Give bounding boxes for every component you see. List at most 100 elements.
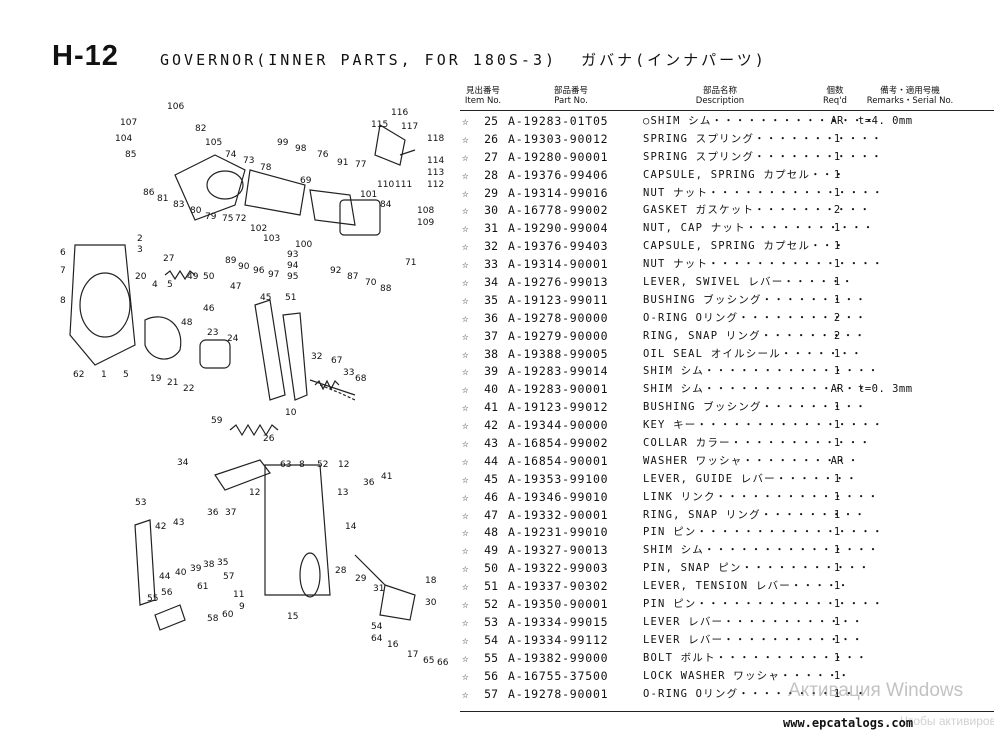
row-part-no: A-19314-90001 [508, 257, 609, 272]
svg-text:58: 58 [207, 614, 219, 624]
row-qty: 1 [833, 132, 841, 145]
page-title: GOVERNOR(INNER PARTS, FOR 180S-3) ガバナ(イン… [160, 51, 767, 69]
page-code: H-12 [52, 40, 119, 72]
svg-text:94: 94 [287, 261, 299, 271]
row-item-no: 43 [484, 436, 498, 451]
parts-table: 見出番号 Item No. 部品番号 Part No. 部品名称 Descrip… [460, 86, 994, 712]
svg-text:64: 64 [371, 634, 383, 644]
cap-housing [379, 584, 416, 621]
row-part-no: A-19283-01T05 [508, 114, 609, 128]
row-item-no: 35 [484, 292, 498, 307]
row-description: LEVER レバー・・・・・・・・・・・・ [643, 633, 864, 646]
svg-text:73: 73 [243, 156, 254, 166]
row-qty: 1 [833, 490, 841, 503]
row-description: SHIM シム・・・・・・・・・・・・・・・ [643, 365, 880, 378]
svg-text:87: 87 [347, 272, 358, 282]
row-qty: 1 [833, 150, 841, 163]
row-qty: 1 [833, 598, 841, 611]
row-description: RING, SNAP リング・・・・・・・・・ [643, 508, 867, 521]
row-qty: 2 [833, 204, 841, 217]
row-mark: ☆ [462, 150, 469, 164]
svg-text:77: 77 [355, 160, 366, 170]
row-part-no: A-19376-99403 [508, 239, 609, 254]
row-part-no: A-19334-99112 [508, 632, 609, 647]
row-description: PIN ピン・・・・・・・・・・・・・・・・ [643, 526, 884, 539]
cap-nut-block [339, 199, 381, 236]
row-description: NUT ナット・・・・・・・・・・・・・・・ [643, 186, 884, 199]
svg-text:71: 71 [405, 258, 416, 268]
row-description: LINK リンク・・・・・・・・・・・・・・ [643, 490, 880, 503]
row-qty: 1 [833, 222, 841, 235]
row-mark: ☆ [462, 222, 469, 236]
svg-text:115: 115 [371, 120, 388, 130]
header-part: 部品番号 Part No. [553, 86, 588, 106]
row-qty: 1 [833, 615, 841, 628]
row-item-no: 34 [484, 275, 498, 290]
svg-text:10: 10 [285, 408, 297, 418]
row-mark: ☆ [462, 240, 469, 254]
row-description: SHIM シム・・・・・・・・・・・・・・ [643, 383, 868, 396]
svg-text:26: 26 [263, 434, 275, 444]
row-description: SPRING スプリング・・・・・・・・・・・ [643, 132, 883, 145]
guide-lever [254, 299, 286, 401]
svg-text:1: 1 [101, 370, 107, 380]
row-qty: 1 [833, 186, 841, 199]
svg-text:89: 89 [225, 256, 237, 266]
row-mark: ☆ [462, 490, 469, 504]
svg-text:50: 50 [203, 272, 215, 282]
row-item-no: 41 [484, 400, 498, 415]
svg-text:57: 57 [223, 572, 234, 582]
row-mark: ☆ [462, 115, 469, 128]
row-part-no: A-19231-99010 [508, 525, 609, 540]
row-item-no: 47 [484, 507, 498, 522]
row-item-no: 51 [484, 579, 498, 594]
row-part-no: A-19350-90001 [508, 597, 609, 612]
svg-text:8: 8 [60, 296, 66, 306]
row-item-no: 42 [484, 418, 498, 433]
row-item-no: 48 [484, 525, 498, 540]
row-qty: AR [830, 454, 844, 467]
row-qty: 1 [833, 580, 841, 593]
svg-text:17: 17 [407, 650, 418, 660]
row-mark: ☆ [462, 687, 469, 701]
row-mark: ☆ [462, 526, 469, 540]
site-link[interactable]: www.epcatalogs.com [783, 716, 914, 730]
svg-text:6: 6 [60, 248, 66, 258]
svg-text:99: 99 [277, 138, 289, 148]
row-description: O-RING Oリング・・・・・・・・・・・ [643, 311, 867, 324]
svg-text:105: 105 [205, 138, 222, 148]
svg-text:28: 28 [335, 566, 347, 576]
row-part-no: A-19290-99004 [508, 221, 609, 236]
row-qty: 1 [833, 401, 841, 414]
svg-text:35: 35 [217, 558, 228, 568]
row-mark: ☆ [462, 311, 469, 325]
row-item-no: 25 [484, 114, 498, 128]
svg-text:11: 11 [233, 590, 244, 600]
svg-text:46: 46 [203, 304, 215, 314]
row-mark: ☆ [462, 472, 469, 486]
header-desc: 部品名称 Description [695, 86, 745, 106]
row-qty: 1 [833, 276, 841, 289]
svg-text:34: 34 [177, 458, 189, 468]
svg-text:29: 29 [355, 574, 367, 584]
row-qty: 1 [833, 651, 841, 664]
header-remarks: 備考・適用号機 Remarks・Serial No. [866, 86, 954, 106]
svg-text:52: 52 [317, 460, 328, 470]
row-description: SPRING スプリング・・・・・・・・・・・ [643, 150, 883, 163]
row-mark: ☆ [462, 186, 469, 200]
row-item-no: 32 [484, 239, 498, 254]
row-mark: ☆ [462, 598, 469, 612]
svg-text:38: 38 [203, 560, 215, 570]
row-part-no: A-19283-99014 [508, 364, 609, 379]
svg-text:3: 3 [137, 245, 143, 255]
row-mark: ☆ [462, 204, 469, 218]
